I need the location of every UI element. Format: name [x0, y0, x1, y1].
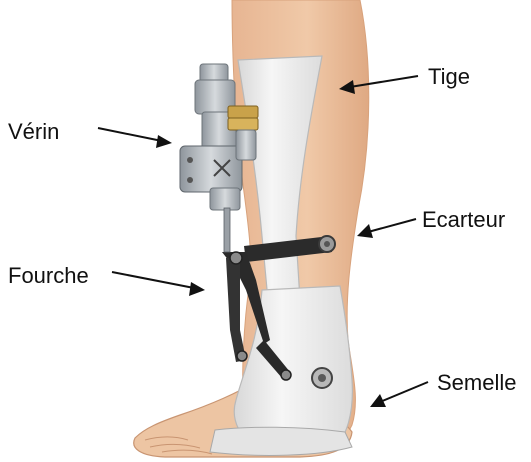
label-semelle: Semelle [437, 372, 516, 394]
orthosis-sole [210, 427, 352, 455]
label-verin: Vérin [8, 121, 59, 143]
label-ecarteur: Ecarteur [422, 209, 505, 231]
label-tige: Tige [428, 66, 470, 88]
label-fourche: Fourche [8, 265, 89, 287]
